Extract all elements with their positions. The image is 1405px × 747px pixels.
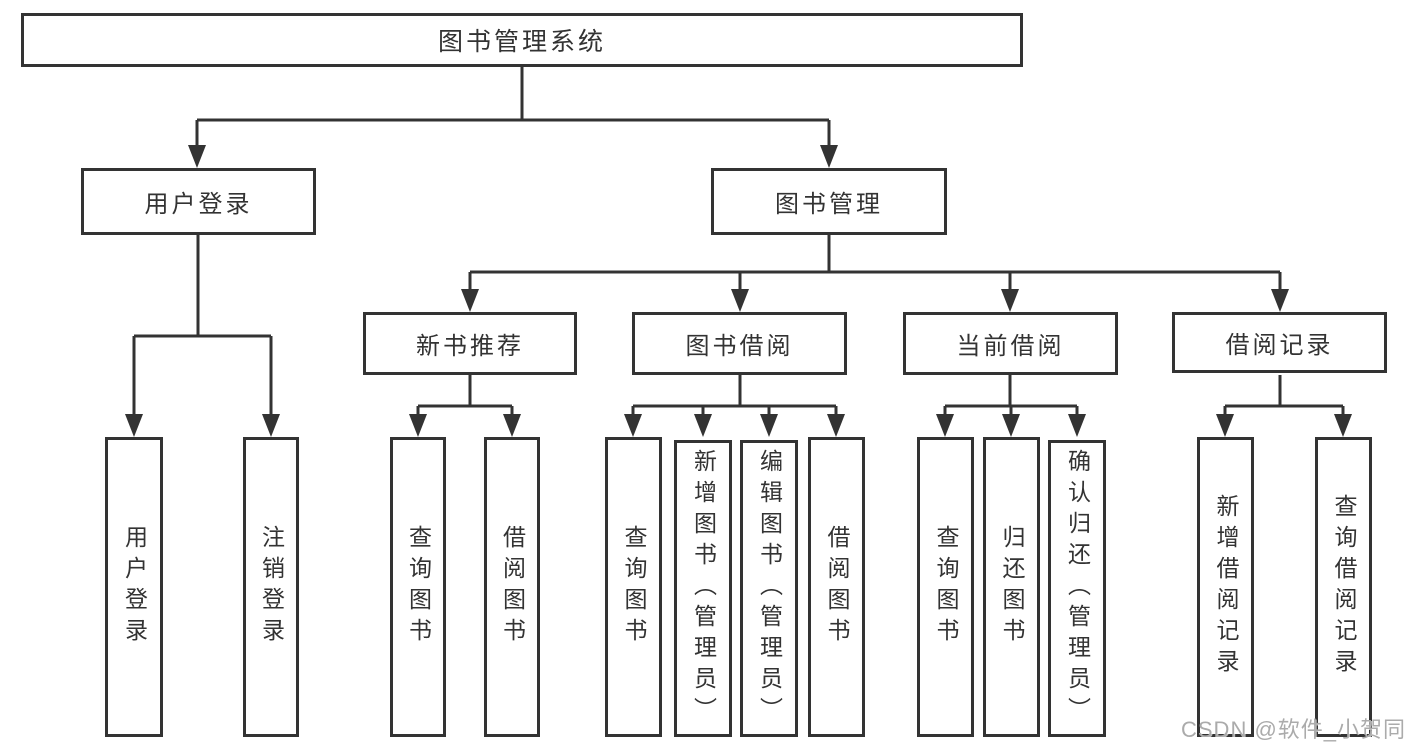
node-leaf-query-books-current: 查询图书: [917, 437, 974, 737]
node-root-library-system: 图书管理系统: [21, 13, 1023, 67]
leaf-label: 借阅图书: [824, 525, 850, 649]
node-section-new-book-recommend: 新书推荐: [363, 312, 577, 375]
leaf-label: 注销登录: [258, 525, 285, 649]
node-section-book-borrow: 图书借阅: [632, 312, 847, 375]
leaf-label: 编辑图书（管理员）: [756, 449, 783, 728]
node-section-borrow-records: 借阅记录: [1172, 312, 1387, 373]
node-leaf-borrow-books: 借阅图书: [808, 437, 865, 737]
leaf-label: 查询图书: [933, 525, 959, 649]
leaf-label: 查询图书: [405, 525, 432, 649]
node-branch-user-login: 用户登录: [81, 168, 316, 235]
leaf-label: 新增图书（管理员）: [690, 449, 717, 728]
node-leaf-query-borrow-record: 查询借阅记录: [1315, 437, 1372, 737]
node-leaf-query-books-borrow: 查询图书: [605, 437, 662, 737]
leaf-label: 查询图书: [621, 525, 647, 649]
node-leaf-confirm-return-admin: 确认归还（管理员）: [1048, 440, 1106, 737]
node-leaf-edit-books-admin: 编辑图书（管理员）: [740, 440, 798, 737]
leaf-label: 借阅图书: [499, 525, 526, 649]
csdn-watermark: CSDN @软件_小贺同学: [1181, 717, 1405, 742]
node-leaf-borrow-books-recommend: 借阅图书: [484, 437, 540, 737]
node-leaf-return-books: 归还图书: [983, 437, 1040, 737]
leaf-label: 新增借阅记录: [1213, 494, 1239, 680]
node-leaf-user-login: 用户登录: [105, 437, 163, 737]
node-branch-book-management: 图书管理: [711, 168, 947, 235]
leaf-label: 查询借阅记录: [1331, 494, 1357, 680]
leaf-label: 确认归还（管理员）: [1064, 449, 1091, 728]
node-leaf-add-books-admin: 新增图书（管理员）: [674, 440, 732, 737]
leaf-label: 用户登录: [121, 525, 148, 649]
node-leaf-query-books-recommend: 查询图书: [390, 437, 446, 737]
leaf-label: 归还图书: [999, 525, 1025, 649]
node-leaf-add-borrow-record: 新增借阅记录: [1197, 437, 1254, 737]
node-section-current-borrow: 当前借阅: [903, 312, 1118, 375]
node-leaf-logout: 注销登录: [243, 437, 299, 737]
